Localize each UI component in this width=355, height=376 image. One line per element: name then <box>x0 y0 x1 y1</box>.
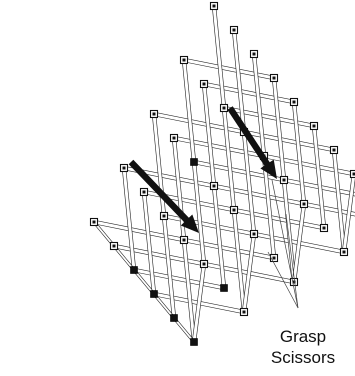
joint-node-29 <box>349 169 355 179</box>
scissor-beam-40 <box>181 239 197 343</box>
joint-node-26 <box>199 259 209 269</box>
leader-line-upper <box>271 179 299 309</box>
scissor-beam-15 <box>183 237 275 261</box>
joint-node-23 <box>279 175 289 185</box>
scissor-beam-30 <box>221 107 237 211</box>
joint-node-16 <box>159 211 169 221</box>
scissor-beam-39 <box>311 125 327 229</box>
grasp-scissors-label: Grasp Scissors <box>258 326 348 368</box>
joint-node-6 <box>119 163 129 173</box>
joint-node-36 <box>239 307 249 317</box>
scissor-beam-28 <box>121 167 137 271</box>
scissor-beam-22 <box>211 5 227 109</box>
joint-node-35 <box>190 338 198 346</box>
scissor-beam-33 <box>191 161 207 265</box>
joint-node-25 <box>150 290 158 298</box>
scissor-beam-32 <box>141 191 157 295</box>
scissor-beams <box>92 5 355 344</box>
scissor-beam-0 <box>183 57 275 81</box>
joint-node-20 <box>130 266 138 274</box>
joint-node-38 <box>339 247 349 257</box>
joint-node-33 <box>319 223 329 233</box>
leader-line-lower <box>267 251 299 309</box>
joint-node-11 <box>139 187 149 197</box>
joint-node-12 <box>190 158 198 166</box>
leader-line-middle <box>285 213 299 309</box>
joint-node-37 <box>289 277 299 287</box>
label-line-1: Grasp <box>279 327 327 346</box>
joint-node-5 <box>249 49 259 59</box>
label-leader-lines <box>267 179 299 309</box>
motion-arrows <box>128 106 277 233</box>
joint-node-32 <box>269 253 279 263</box>
scissor-beam-23 <box>181 59 197 163</box>
motion-arrow-right <box>227 106 277 179</box>
scissor-beam-42 <box>281 179 297 283</box>
scissor-beam-2 <box>203 81 295 105</box>
joint-node-1 <box>179 55 189 65</box>
joint-node-10 <box>89 217 99 227</box>
joint-node-8 <box>219 103 229 113</box>
scissor-beam-16 <box>233 207 325 231</box>
scissor-beam-36 <box>161 215 177 319</box>
joint-node-22 <box>229 205 239 215</box>
joint-node-19 <box>309 121 319 131</box>
joint-node-21 <box>179 235 189 245</box>
joint-node-28 <box>299 199 309 209</box>
joint-node-27 <box>249 229 259 239</box>
label-line-2: Scissors <box>270 348 336 367</box>
joint-node-3 <box>149 109 159 119</box>
joint-node-30 <box>170 314 178 322</box>
scissor-beam-1 <box>153 111 245 135</box>
joint-node-15 <box>109 241 119 251</box>
joint-node-4 <box>199 79 209 89</box>
scissor-beam-26 <box>201 83 217 187</box>
joint-node-2 <box>229 25 239 35</box>
joint-node-17 <box>209 181 219 191</box>
scissor-beam-43 <box>331 149 347 253</box>
scissor-beam-41 <box>231 209 247 313</box>
joint-node-9 <box>269 73 279 83</box>
scissor-beam-35 <box>291 101 307 205</box>
joint-node-14 <box>289 97 299 107</box>
joint-node-31 <box>220 284 228 292</box>
scissor-beam-37 <box>211 185 227 289</box>
scissor-beam-13 <box>263 153 355 177</box>
scissor-beam-11 <box>163 213 255 237</box>
scissor-beam-12 <box>213 183 305 207</box>
joint-node-24 <box>329 145 339 155</box>
joint-nodes <box>89 1 355 346</box>
joint-node-0 <box>209 1 219 11</box>
joint-node-7 <box>169 133 179 143</box>
motion-arrow-left <box>128 159 199 233</box>
